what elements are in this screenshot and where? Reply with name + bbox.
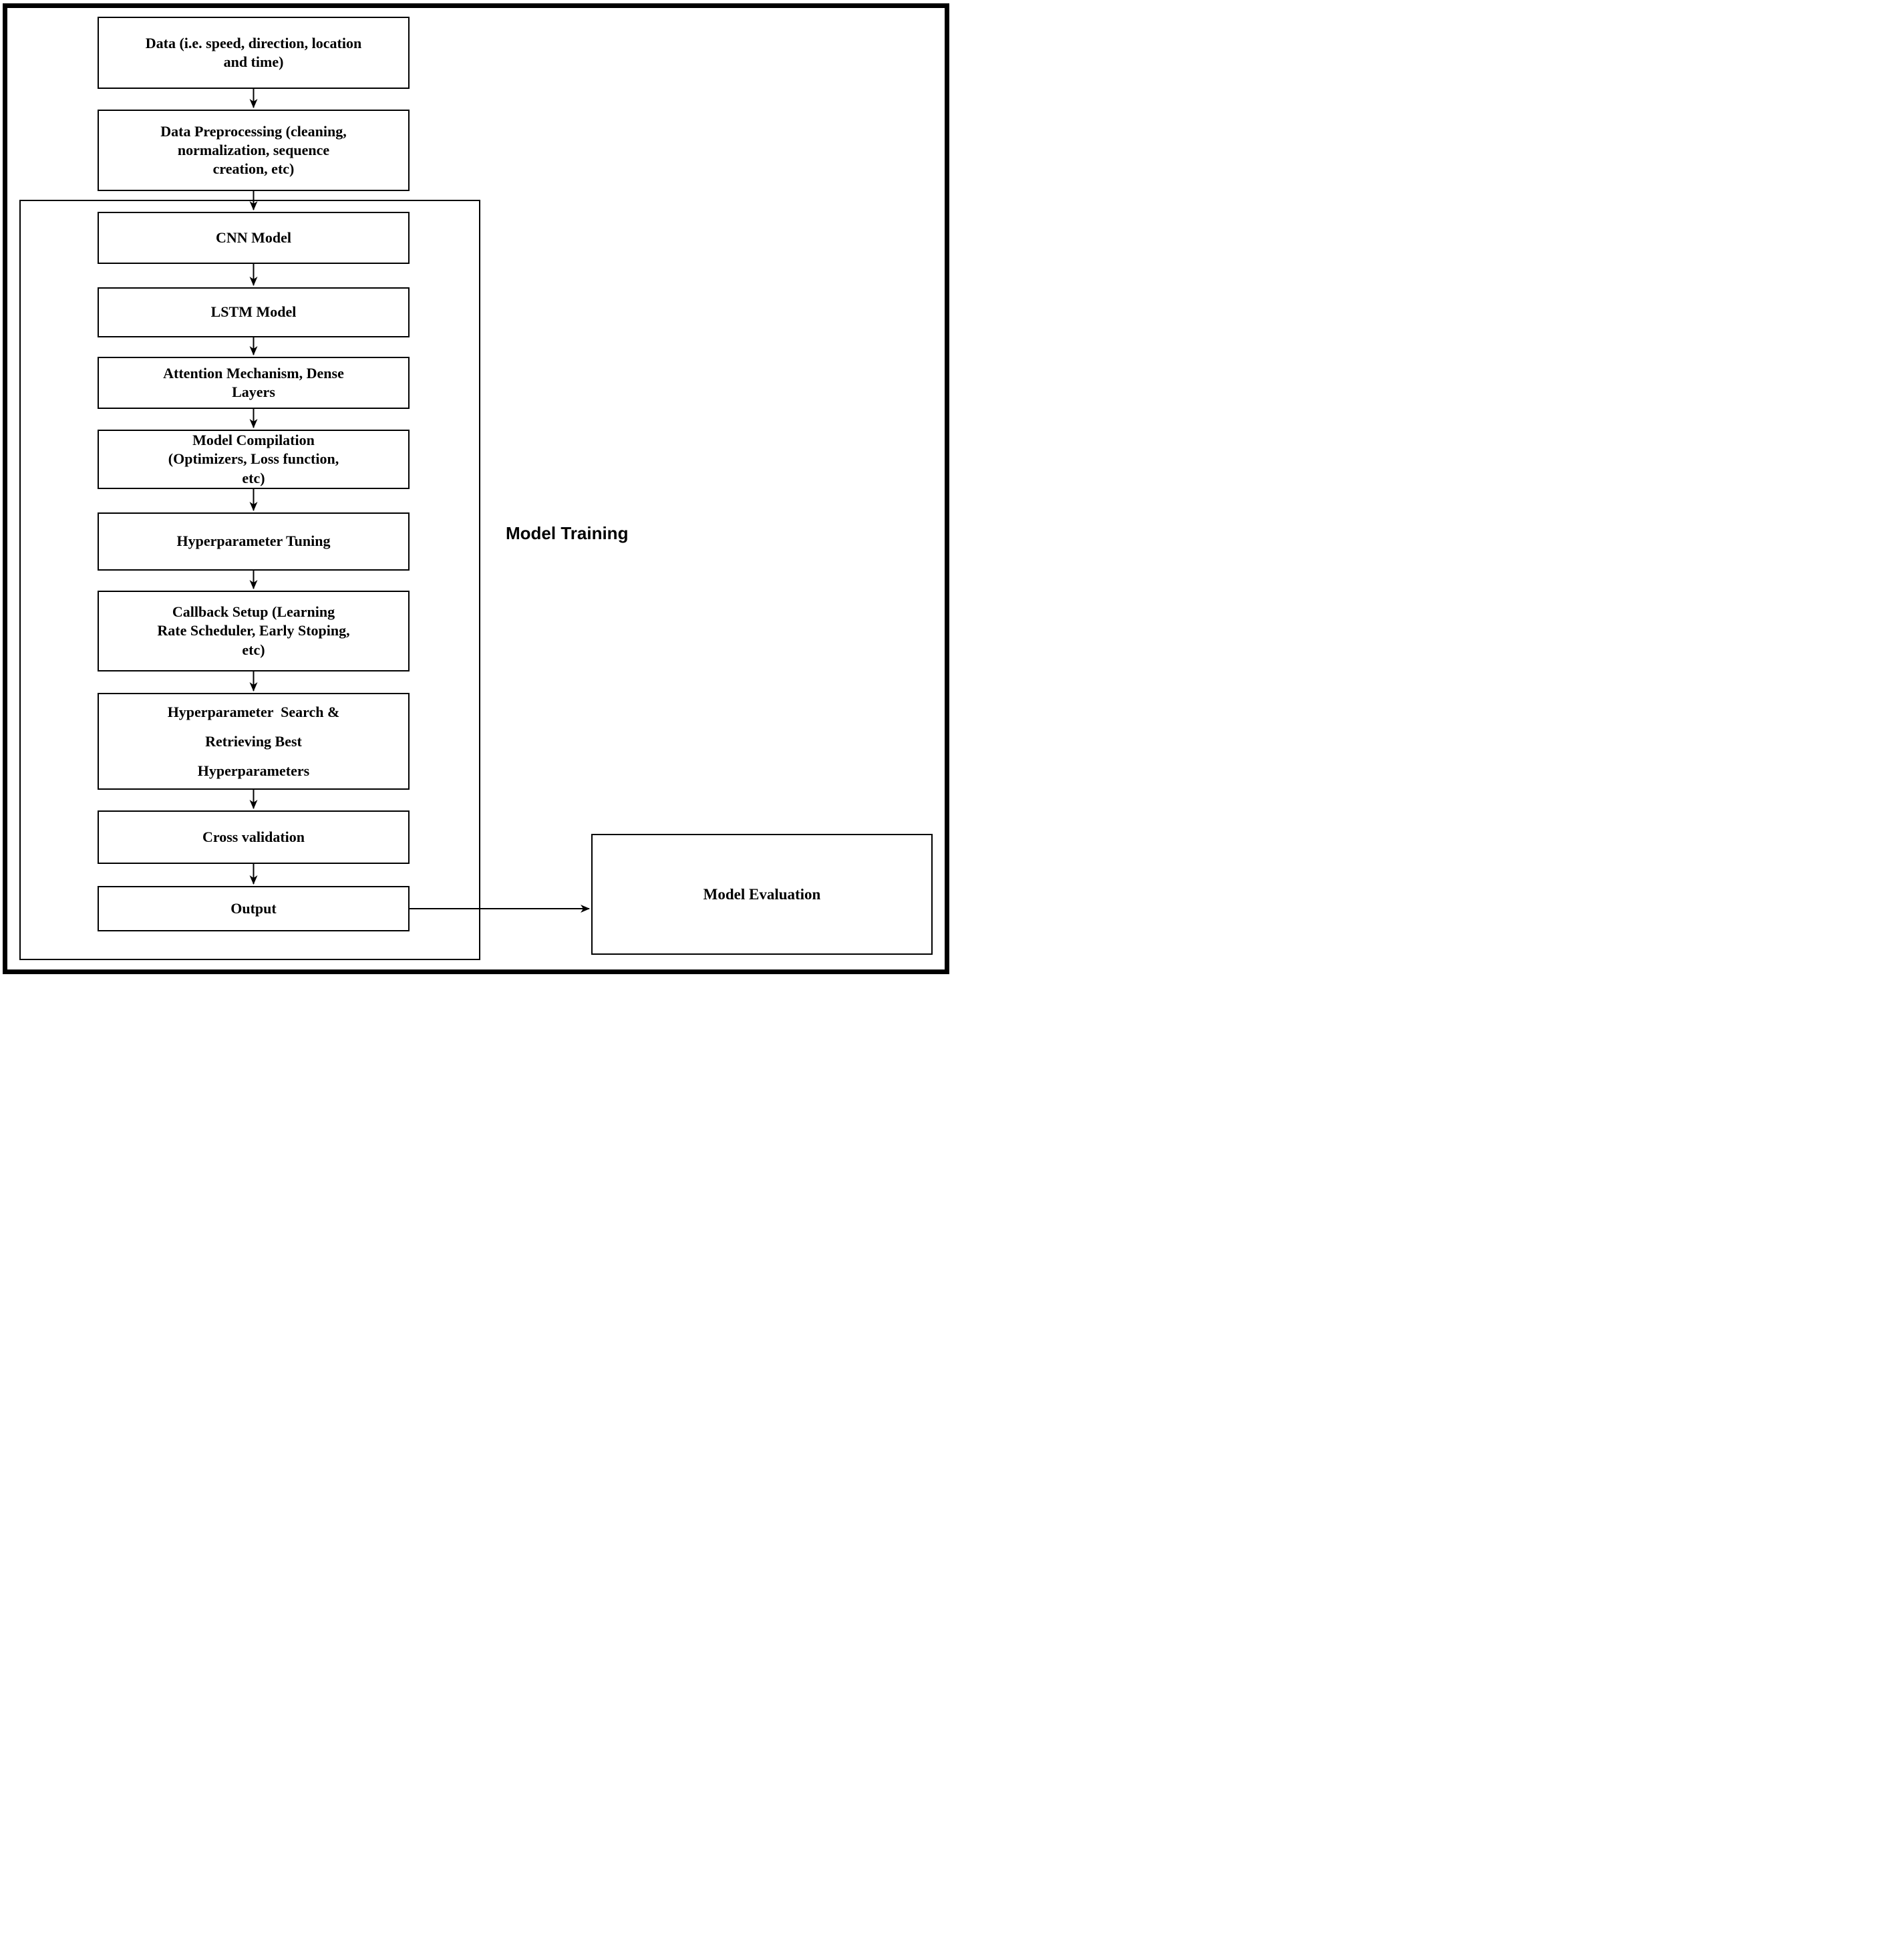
node-data-preprocessing: Data Preprocessing (cleaning, normalizat… [98, 110, 410, 191]
node-cross-validation: Cross validation [98, 810, 410, 864]
node-label: Output [230, 899, 277, 917]
node-model-evaluation: Model Evaluation [591, 834, 933, 955]
node-output: Output [98, 886, 410, 931]
node-label: Cross validation [202, 828, 305, 845]
node-cnn-model: CNN Model [98, 212, 410, 264]
node-hyperparameter-search: Hyperparameter Search & Retrieving Best … [98, 693, 410, 790]
node-model-compilation: Model Compilation (Optimizers, Loss func… [98, 430, 410, 489]
node-label: Callback Setup (Learning [172, 603, 335, 621]
node-label: Data (i.e. speed, direction, location [145, 34, 362, 51]
node-label: Hyperparameters [197, 762, 310, 779]
node-label: creation, etc) [212, 160, 295, 178]
node-hyperparameter-tuning: Hyperparameter Tuning [98, 512, 410, 571]
node-callback-setup: Callback Setup (Learning Rate Scheduler,… [98, 591, 410, 671]
node-label: (Optimizers, Loss function, [168, 450, 339, 468]
node-attention-dense: Attention Mechanism, Dense Layers [98, 357, 410, 409]
node-data: Data (i.e. speed, direction, location an… [98, 17, 410, 89]
flowchart-canvas: Data (i.e. speed, direction, location an… [0, 0, 952, 978]
outer-border [3, 3, 949, 974]
node-label: Hyperparameter Tuning [176, 533, 331, 550]
node-lstm-model: LSTM Model [98, 287, 410, 337]
node-label: Layers [232, 384, 275, 400]
node-label: Model Evaluation [703, 885, 821, 903]
node-label: Hyperparameter Search & [167, 703, 340, 720]
node-label: and time) [223, 53, 284, 70]
model-training-label: Model Training [506, 523, 629, 543]
node-label: etc) [242, 469, 265, 486]
node-label: etc) [242, 641, 265, 658]
node-label: LSTM Model [210, 303, 297, 321]
node-label: CNN Model [215, 229, 292, 246]
node-label: Retrieving Best [205, 732, 302, 750]
model-training-container [19, 200, 480, 960]
node-label: Rate Scheduler, Early Stoping, [157, 622, 350, 639]
node-label: normalization, sequence [177, 141, 330, 158]
node-label: Attention Mechanism, Dense [163, 364, 344, 382]
node-label: Data Preprocessing (cleaning, [160, 122, 347, 140]
node-label: Model Compilation [192, 432, 315, 449]
